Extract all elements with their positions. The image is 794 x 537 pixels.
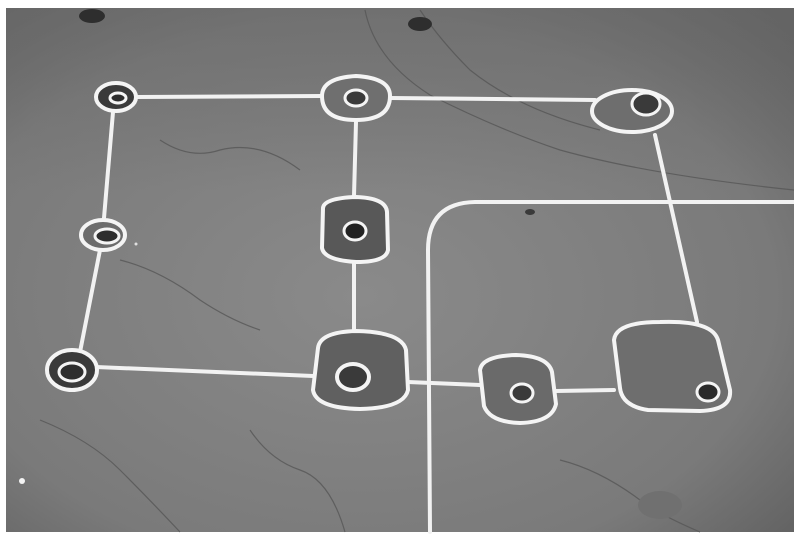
chalk-speck [19, 478, 25, 484]
pavement-spot [408, 17, 432, 31]
chalk-node [81, 220, 125, 250]
chalk-node [322, 76, 390, 120]
pavement-spot [638, 491, 682, 519]
chalk-node [592, 90, 672, 132]
chalk-node [322, 197, 388, 262]
chalk-node [614, 322, 730, 411]
chalk-node [96, 83, 136, 111]
pavement-spot [525, 209, 535, 215]
chalk-node [47, 350, 97, 390]
chalk-node [480, 355, 556, 423]
chalk-node [313, 331, 408, 409]
chalk-speck [135, 243, 138, 246]
pavement-spot [79, 9, 105, 23]
